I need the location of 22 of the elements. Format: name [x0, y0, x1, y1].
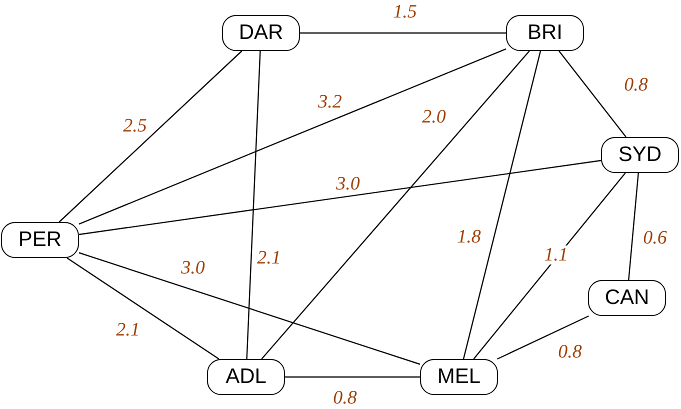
city-node: DAR	[222, 15, 300, 51]
connector-line	[66, 258, 220, 360]
edge-label: 1.1	[543, 246, 569, 264]
connector-line	[246, 50, 261, 360]
connector-line	[473, 172, 626, 360]
connector-line	[78, 160, 602, 236]
city-node: MEL	[420, 359, 498, 395]
connector-line	[261, 50, 530, 360]
city-node: CAN	[588, 280, 666, 316]
city-node: BRI	[506, 15, 584, 51]
connector-line	[300, 32, 506, 34]
connector-line	[78, 252, 420, 365]
city-node: ADL	[207, 359, 285, 395]
city-node: SYD	[601, 137, 679, 173]
connector-line	[558, 50, 626, 138]
connector-line	[285, 376, 420, 378]
connector-line	[628, 172, 639, 280]
connector-line	[58, 50, 242, 222]
city-node: PER	[1, 222, 79, 258]
connector-line	[462, 50, 542, 360]
connector-line	[497, 315, 589, 360]
connector-line	[78, 48, 506, 225]
